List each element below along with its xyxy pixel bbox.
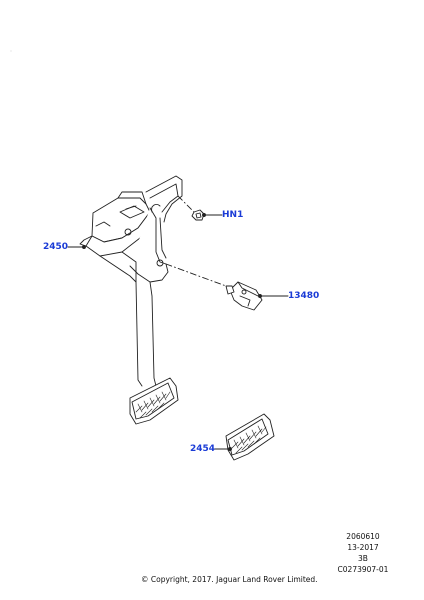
switch-13480	[225, 281, 263, 311]
callout-13480[interactable]: 13480	[288, 291, 320, 301]
pedal-upper-arm	[129, 175, 183, 283]
brake-pedal-pad	[129, 377, 179, 425]
13480-leader-dot	[258, 294, 262, 298]
2454-leader-dot	[228, 447, 232, 451]
speck	[10, 50, 12, 52]
ref-code: 2060610	[346, 532, 380, 541]
2450-leader-dot	[82, 245, 86, 249]
date-code: 13-2017	[347, 543, 379, 552]
pedal-arm	[99, 251, 157, 387]
illustration-id: C0273907-01	[337, 565, 389, 574]
hn1-dash-line	[177, 195, 195, 213]
copyright-notice: © Copyright, 2017. Jaguar Land Rover Lim…	[141, 575, 318, 584]
pedal-pad-2454	[225, 413, 275, 461]
hn1-leader-dot	[202, 213, 206, 217]
callout-hn1[interactable]: HN1	[222, 210, 244, 220]
switch-dash-line	[165, 263, 227, 287]
page-code: 3B	[358, 554, 368, 563]
callout-2450[interactable]: 2450	[43, 242, 69, 252]
callout-2454[interactable]: 2454	[190, 444, 216, 454]
nut-hn1	[191, 209, 205, 221]
